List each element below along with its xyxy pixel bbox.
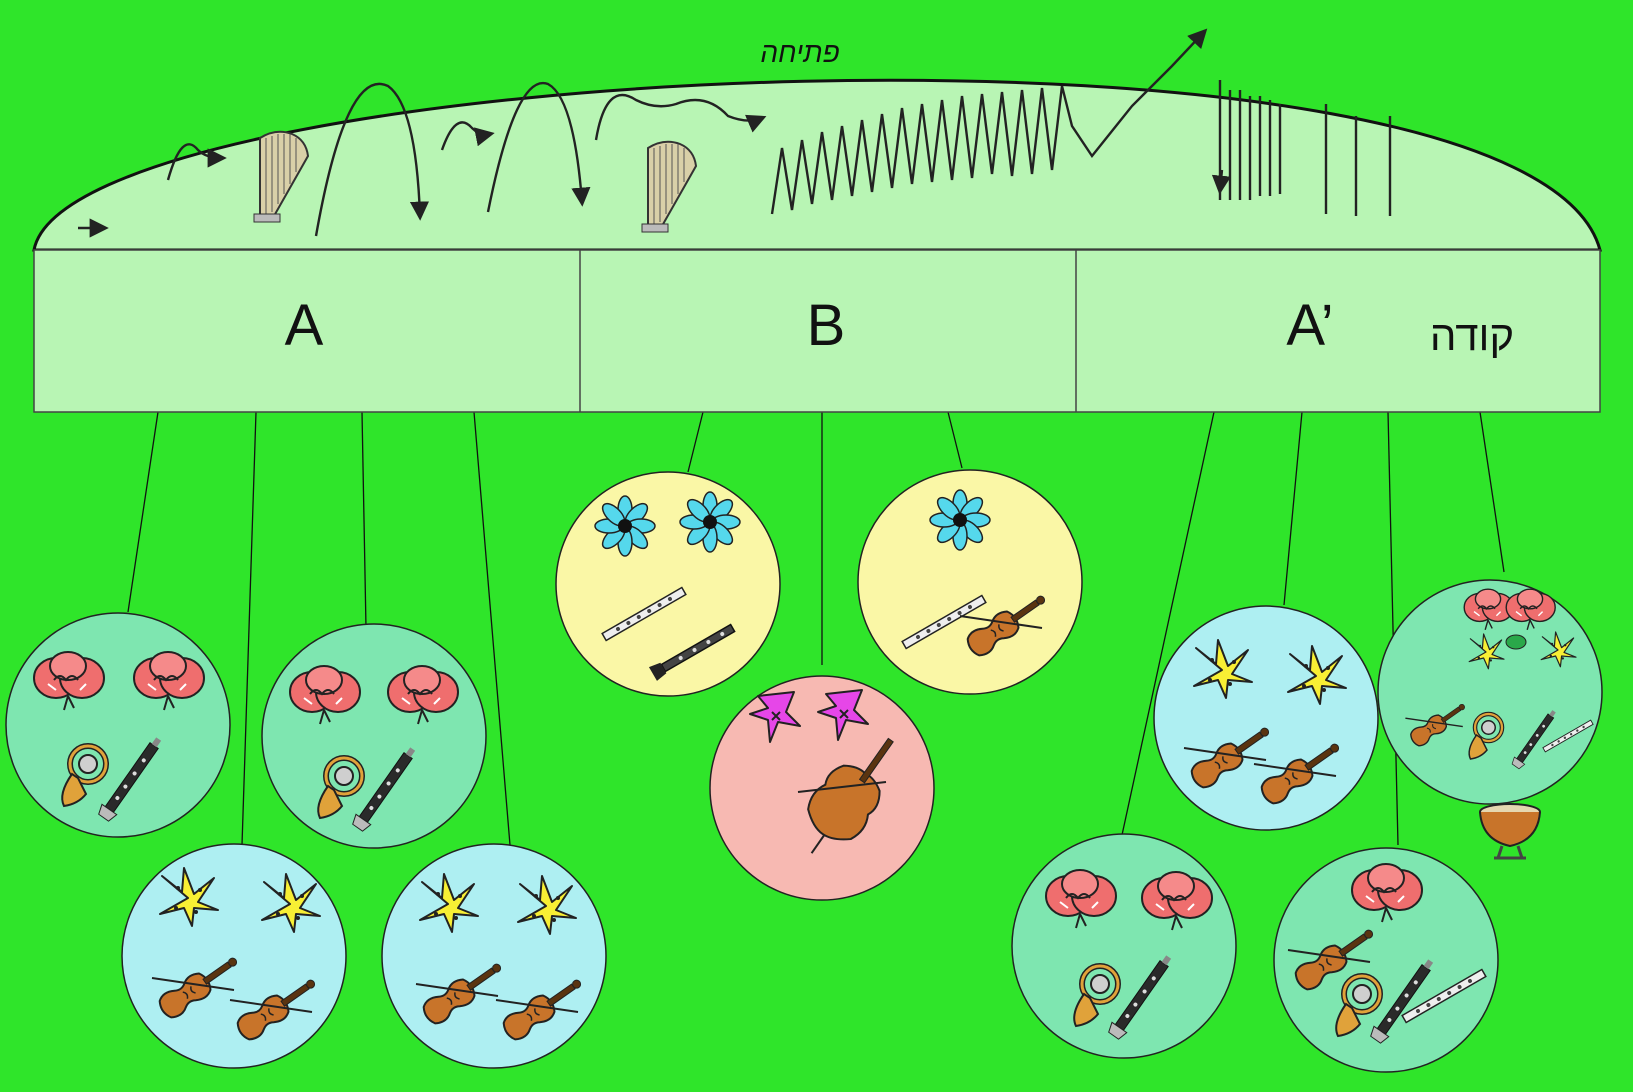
section-b-label: B	[807, 293, 846, 358]
coda-label: קודה	[1430, 312, 1514, 359]
daisy-icon	[595, 496, 655, 556]
circle-b1	[556, 472, 780, 696]
circle-a-prime-1	[1012, 834, 1236, 1058]
section-a-prime-label: A’	[1286, 293, 1333, 358]
intro-label: פתיחה	[760, 37, 839, 68]
circle-a2	[122, 844, 346, 1068]
daisy-icon	[680, 492, 740, 552]
circle-a3	[262, 624, 486, 848]
daisy-icon	[930, 490, 990, 550]
timpani-icon	[1480, 804, 1540, 858]
circle-a4	[382, 844, 606, 1068]
circle-coda	[1378, 580, 1602, 858]
circle-b2	[710, 676, 934, 900]
circle-b3	[858, 470, 1082, 694]
section-a-label: A	[285, 293, 324, 358]
sections-bar: A B A’ קודה	[34, 250, 1600, 412]
circle-a1	[6, 613, 230, 837]
circle-a-prime-3	[1274, 848, 1498, 1072]
circle-a-prime-2	[1154, 606, 1378, 830]
